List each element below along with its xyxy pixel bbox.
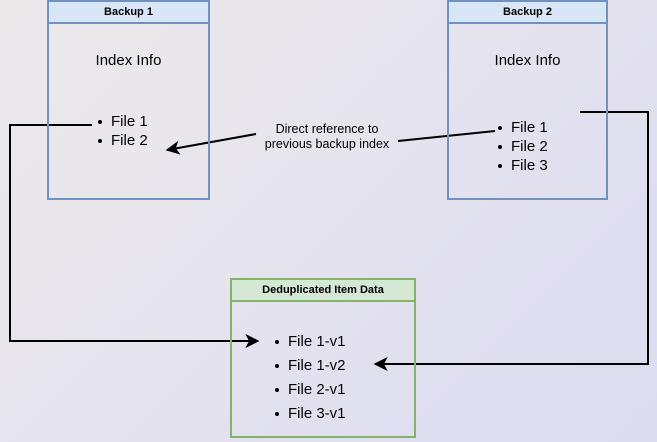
edge-label-direct-reference: Direct reference to previous backup inde… bbox=[264, 122, 390, 151]
list-item: File 2 bbox=[497, 137, 548, 156]
backup-1-file-label: File 2 bbox=[111, 132, 148, 149]
backup-2-file-label: File 1 bbox=[511, 119, 548, 136]
list-item: File 1 bbox=[497, 118, 548, 137]
dedup-file-list: File 1-v1 File 1-v2 File 2-v1 File 3-v1 bbox=[274, 330, 346, 426]
dedup-file-label: File 3-v1 bbox=[288, 405, 346, 422]
backup-2-subtitle: Index Info bbox=[494, 52, 561, 69]
node-backup-1-header: Backup 1 bbox=[49, 2, 208, 24]
node-backup-2-header: Backup 2 bbox=[449, 2, 606, 24]
list-item: File 2 bbox=[97, 131, 148, 150]
dedup-header: Deduplicated Item Data bbox=[232, 280, 414, 302]
backup-1-file-label: File 1 bbox=[111, 113, 148, 130]
list-item: File 1 bbox=[97, 112, 148, 131]
list-item: File 3 bbox=[497, 156, 548, 175]
list-item: File 1-v1 bbox=[274, 330, 346, 354]
list-item: File 3-v1 bbox=[274, 402, 346, 426]
backup-2-file-label: File 2 bbox=[511, 138, 548, 155]
dedup-file-label: File 1-v2 bbox=[288, 357, 346, 374]
backup-1-subtitle: Index Info bbox=[95, 52, 162, 69]
node-backup-2-body: Index Info File 1 File 2 File 3 bbox=[449, 24, 606, 198]
backup-2-file-list: File 1 File 2 File 3 bbox=[497, 118, 548, 175]
list-item: File 1-v2 bbox=[274, 354, 346, 378]
dedup-file-label: File 1-v1 bbox=[288, 333, 346, 350]
list-item: File 2-v1 bbox=[274, 378, 346, 402]
node-backup-2[interactable]: Backup 2 Index Info File 1 File 2 File 3 bbox=[447, 0, 608, 200]
backup-2-file-label: File 3 bbox=[511, 157, 548, 174]
dedup-file-label: File 2-v1 bbox=[288, 381, 346, 398]
node-backup-1-body: Index Info File 1 File 2 bbox=[49, 24, 208, 198]
dedup-body: File 1-v1 File 1-v2 File 2-v1 File 3-v1 bbox=[232, 302, 414, 436]
backup-1-file-list: File 1 File 2 bbox=[97, 112, 148, 150]
node-deduplicated-item-data[interactable]: Deduplicated Item Data File 1-v1 File 1-… bbox=[230, 278, 416, 438]
node-backup-1[interactable]: Backup 1 Index Info File 1 File 2 bbox=[47, 0, 210, 200]
